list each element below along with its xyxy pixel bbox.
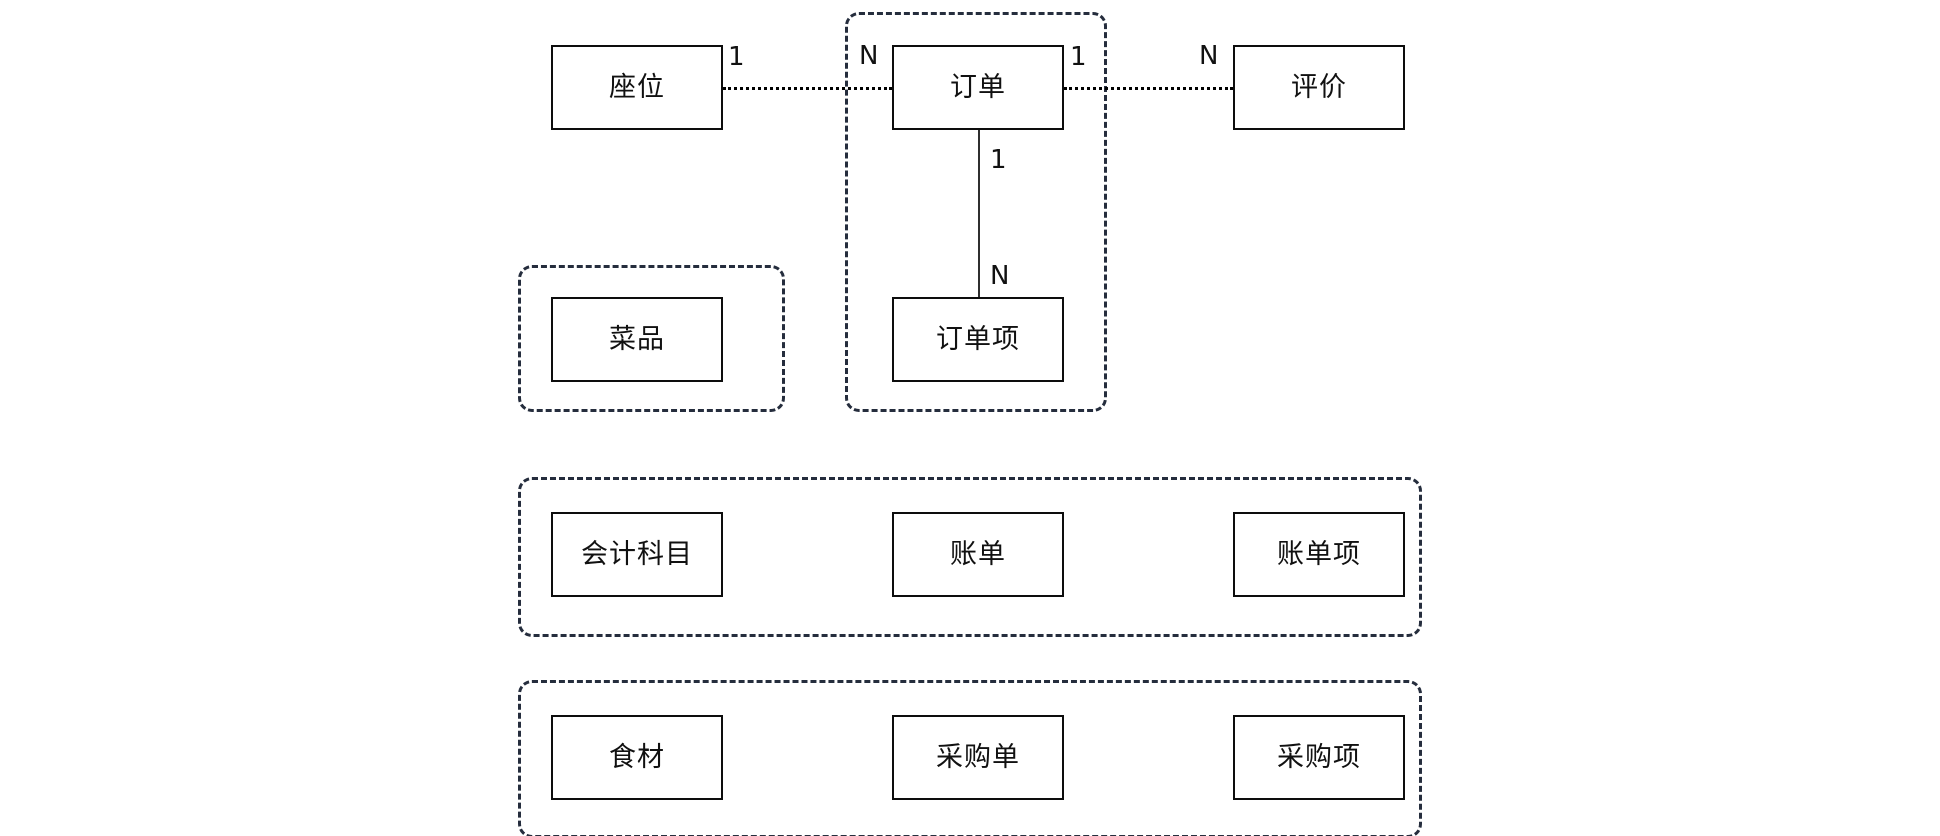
entity-order-item[interactable]: 订单项 (892, 297, 1064, 382)
cardinality-order-item-from-order: N (990, 261, 1010, 291)
connector-order-review (1064, 87, 1233, 90)
entity-order[interactable]: 订单 (892, 45, 1064, 130)
entity-bill-item[interactable]: 账单项 (1233, 512, 1405, 597)
entity-seat[interactable]: 座位 (551, 45, 723, 130)
entity-ingredient[interactable]: 食材 (551, 715, 723, 800)
entity-dish[interactable]: 菜品 (551, 297, 723, 382)
entity-purchase-order[interactable]: 采购单 (892, 715, 1064, 800)
group-order-boundary[interactable] (845, 12, 1107, 412)
entity-accounting-subject[interactable]: 会计科目 (551, 512, 723, 597)
connector-seat-order (723, 87, 892, 90)
cardinality-review-from-order: N (1199, 41, 1219, 71)
entity-bill[interactable]: 账单 (892, 512, 1064, 597)
cardinality-order-to-order-item: 1 (990, 145, 1007, 175)
connector-order-orderitem (978, 130, 980, 297)
entity-review[interactable]: 评价 (1233, 45, 1405, 130)
group-billing-boundary[interactable] (518, 477, 1422, 637)
cardinality-order-from-seat: N (859, 41, 879, 71)
entity-purchase-item[interactable]: 采购项 (1233, 715, 1405, 800)
cardinality-seat-to-order: 1 (728, 42, 745, 72)
cardinality-order-to-review: 1 (1070, 42, 1087, 72)
group-dish-boundary[interactable] (518, 265, 785, 412)
